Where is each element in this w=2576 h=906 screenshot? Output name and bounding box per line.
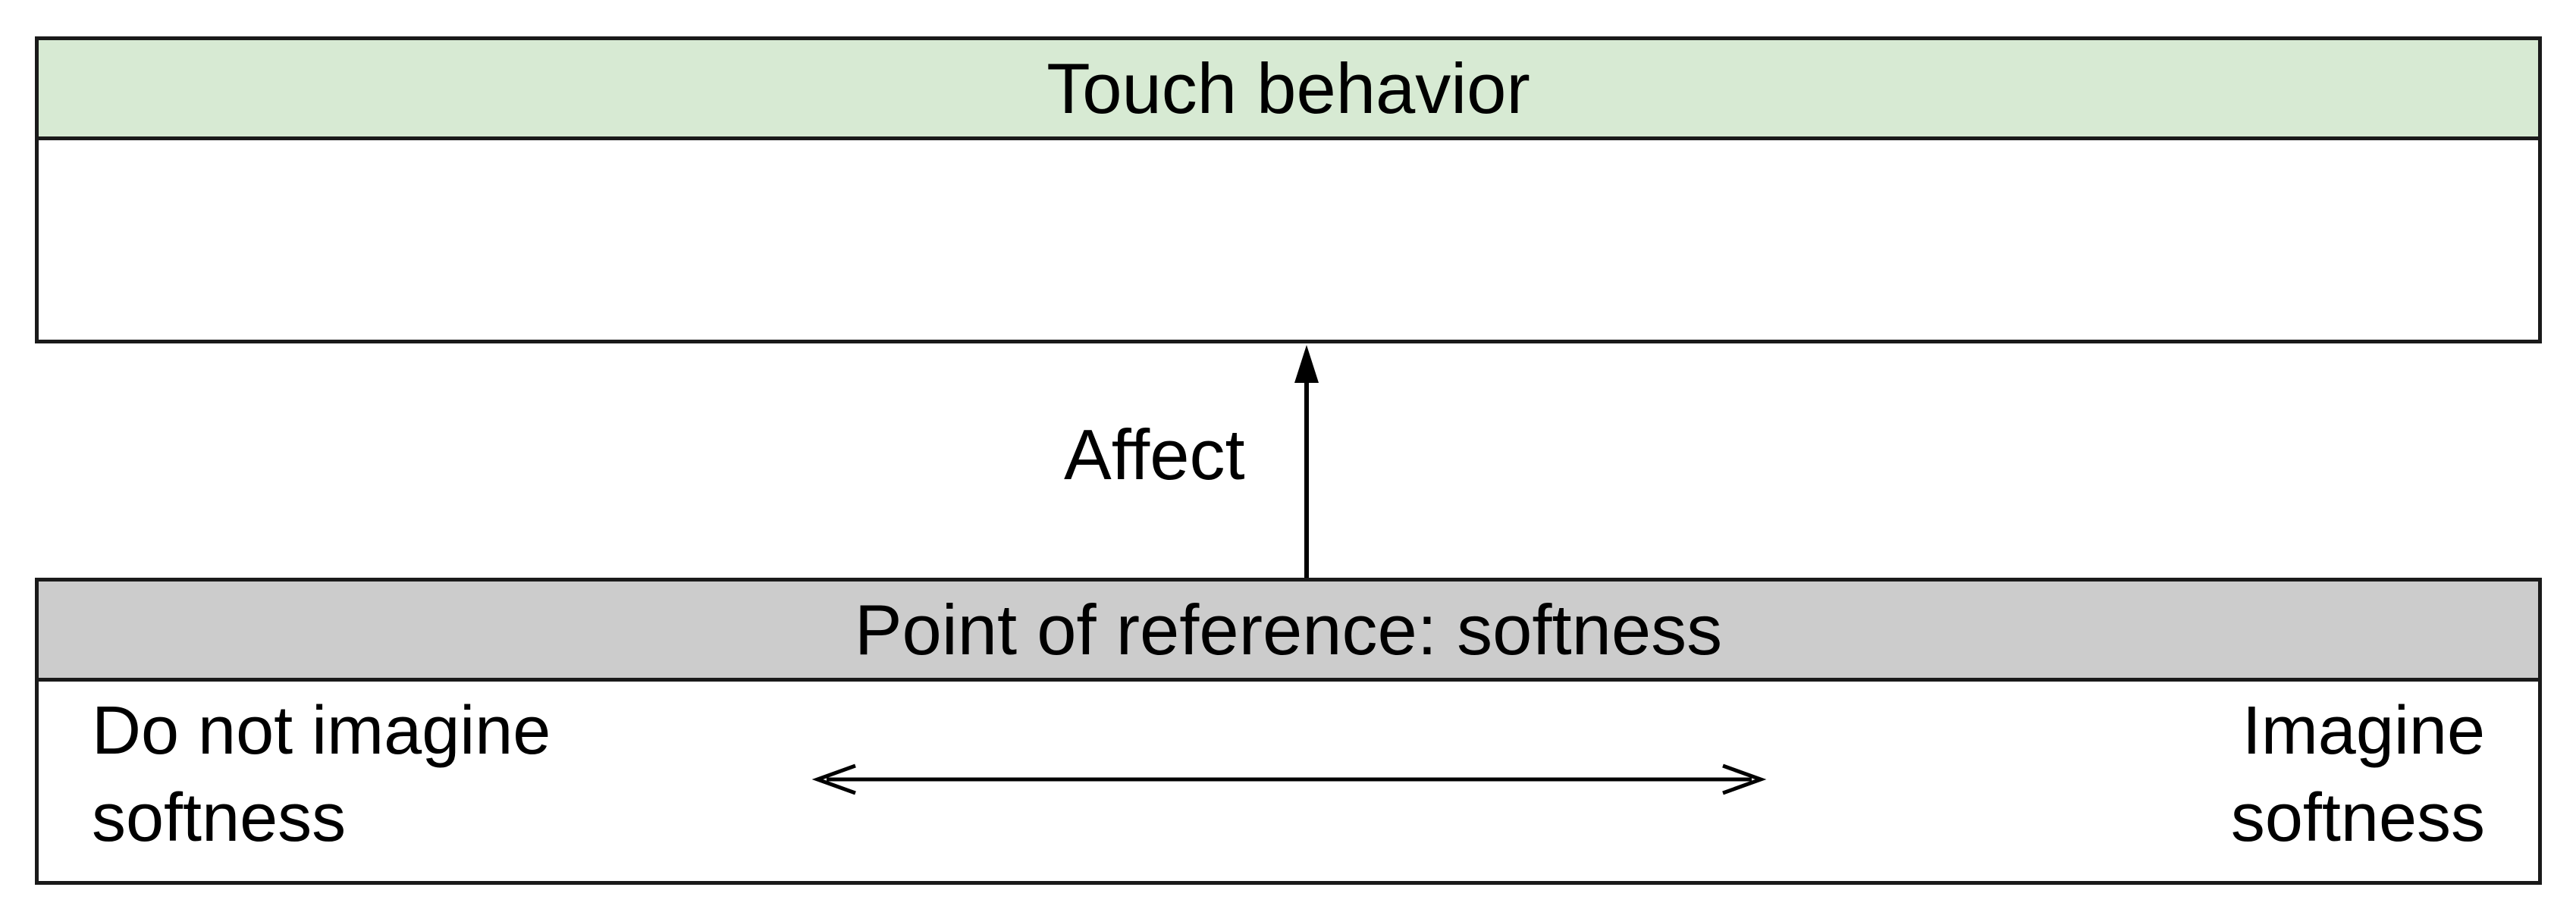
point-of-reference-box: Point of reference: softness Do not imag… [35,578,2542,885]
left-pole-line-2: softness [92,780,347,856]
point-of-reference-title: Point of reference: softness [39,582,2538,682]
right-pole-line-1: Imagine [2242,693,2485,769]
touch-behavior-title: Touch behavior [39,40,2538,140]
right-pole-line-2: softness [2230,780,2485,856]
affect-arrow [1294,345,1319,578]
left-pole-label: Do not imagine softness [92,688,551,862]
affect-label: Affect [1064,415,1245,494]
touch-behavior-box: Touch behavior [35,36,2542,343]
left-pole-line-1: Do not imagine [92,693,551,769]
right-pole-label: Imagine softness [2231,688,2485,862]
